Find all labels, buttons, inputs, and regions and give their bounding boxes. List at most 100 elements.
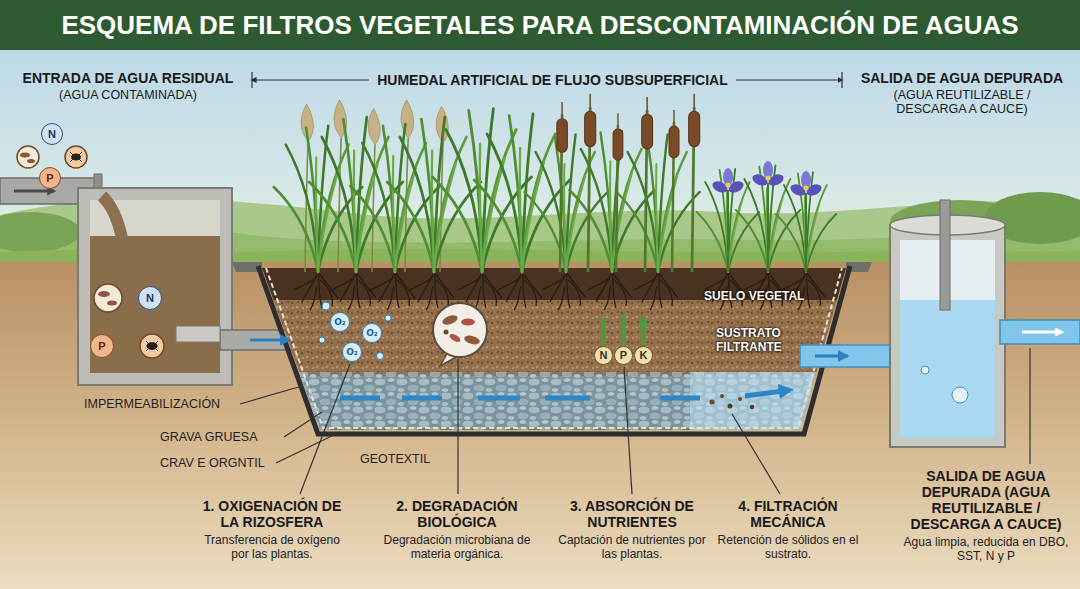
plants-part [711,168,746,195]
title-text: ESQUEMA DE FILTROS VEGETALES PARA DESCON… [61,10,1018,41]
step-description: Captación de nutrientes por las plantas. [557,533,707,562]
wetland-basin-part-part [690,372,850,432]
plants-part [728,183,806,272]
plant-roots-part [588,272,632,310]
wetland-basin-part [340,390,790,398]
process-markers-part [385,315,391,321]
icon-circle: N [594,346,613,365]
inlet-tank [0,174,294,385]
part-label: IMPERMEABILIZACIÓN [84,397,259,411]
outlet-tank-part [940,200,950,310]
plant-roots-part [634,272,678,310]
outlet-tank-part [800,345,896,367]
inlet-tank-part [14,190,54,193]
process-markers-part [463,334,481,346]
outlet-caption: SALIDA DE AGUA DEPURADA (AGUA REUTILIZAB… [900,468,1072,532]
plants-part [616,134,699,272]
icon-circle: P [90,334,114,358]
wetland-basin-part [720,394,724,398]
wetland-basin-part [728,404,733,409]
step-heading: 2. DEGRADACIÓN BIOLÓGICA [382,498,532,530]
plants-part [557,102,568,272]
wetland-basin-part [266,268,842,428]
inlet-tank-part [78,188,232,385]
wetland-basin-part [250,262,860,434]
process-markers-part [322,302,330,310]
plants-part [789,171,824,198]
leader-lines [240,72,1030,494]
leader-lines-part [252,72,842,88]
icon-letter: P [46,173,53,184]
plant-roots-part [410,272,454,310]
layer-label: SUSTRATO FILTRANTE [716,326,806,355]
plants-part [642,97,653,272]
plants-part [274,126,362,272]
inlet-tank-part [176,326,220,342]
inlet-tank-part [94,284,122,312]
plants-part [613,113,623,272]
inlet-tank-part [90,236,220,373]
plant-roots-part [542,272,586,310]
step-heading: 3. ABSORCIÓN DE NUTRIENTES [557,498,707,530]
icon-letter: N [48,129,56,140]
wetland-basin-part [750,405,754,409]
process-markers [319,302,643,366]
icon-letter: N [146,293,154,304]
icon-circle: N [41,123,63,145]
wetland-basin-part [710,400,715,405]
wetland-basin [232,262,872,434]
leader-lines-part [276,432,340,463]
icon-circle: O₂ [362,323,382,343]
landscape [0,50,1080,589]
plants-part [689,94,700,272]
inlet-tank-part [102,196,122,238]
step-description: Transferencia de oxígeno por las plantas… [197,533,347,562]
wetland-basin-part-part [250,372,860,434]
icon-letter: N [600,350,608,361]
process-markers-part [461,319,475,326]
sky-contaminant-icons-part [27,159,35,163]
stage-area: HUMEDAL ARTIFICIAL DE FLUJO SUBSUPERFICI… [290,66,815,466]
inlet-tank-part [90,200,220,373]
plants-part [569,131,654,272]
inlet-tank-part [107,301,117,306]
title-bar: ESQUEMA DE FILTROS VEGETALES PARA DESCON… [0,0,1080,50]
plants [274,94,836,272]
step-heading: 1. OXIGENACIÓN DE LA RIZOSFERA [197,498,347,530]
icon-circle: O₂ [342,342,362,362]
plant-roots-part [371,272,415,310]
part-label: GEOTEXTIL [360,452,460,466]
sky-contaminant-icons-part [20,153,30,158]
icon-circle: P [39,167,61,189]
outlet-tank [800,200,1080,447]
area-heading: SALIDA DE AGUA DEPURADA [848,70,1076,86]
process-markers-part [603,316,643,344]
icon-letter: K [640,350,648,361]
icon-circle: O₂ [330,312,350,332]
plants-part [524,134,607,272]
outlet-tank-part [1000,320,1080,344]
landscape-part [0,212,80,252]
leader-lines-part [240,386,302,404]
process-markers-part [319,337,325,343]
leader-lines-part [457,359,458,494]
leader-lines-part [732,414,780,494]
part-label: CRAV E ORGNTIL [160,456,280,470]
sky-contaminant-icons-part [17,146,39,168]
icon-circle: P [614,346,633,365]
stage-area: ENTRADA DE AGUA RESIDUAL(AGUA CONTAMINAD… [6,66,250,386]
icon-letter: P [620,350,627,361]
leader-lines-part [624,367,632,494]
outlet-tank-part [900,300,995,438]
area-heading: HUMEDAL ARTIFICIAL DE FLUJO SUBSUPERFICI… [369,72,736,88]
part-label: GRAVA GRUESA [160,430,285,444]
process-markers-part [448,332,461,343]
plant-roots-part [498,272,542,310]
outlet-tank-part [921,366,929,374]
step-description: Retención de sólidos en el sustrato. [713,533,863,562]
inlet-tank-part [140,334,164,358]
plant-roots-part [294,272,338,310]
plant-roots-part [332,272,376,310]
outlet-tank-part [1022,331,1062,334]
process-markers-part [433,303,487,357]
